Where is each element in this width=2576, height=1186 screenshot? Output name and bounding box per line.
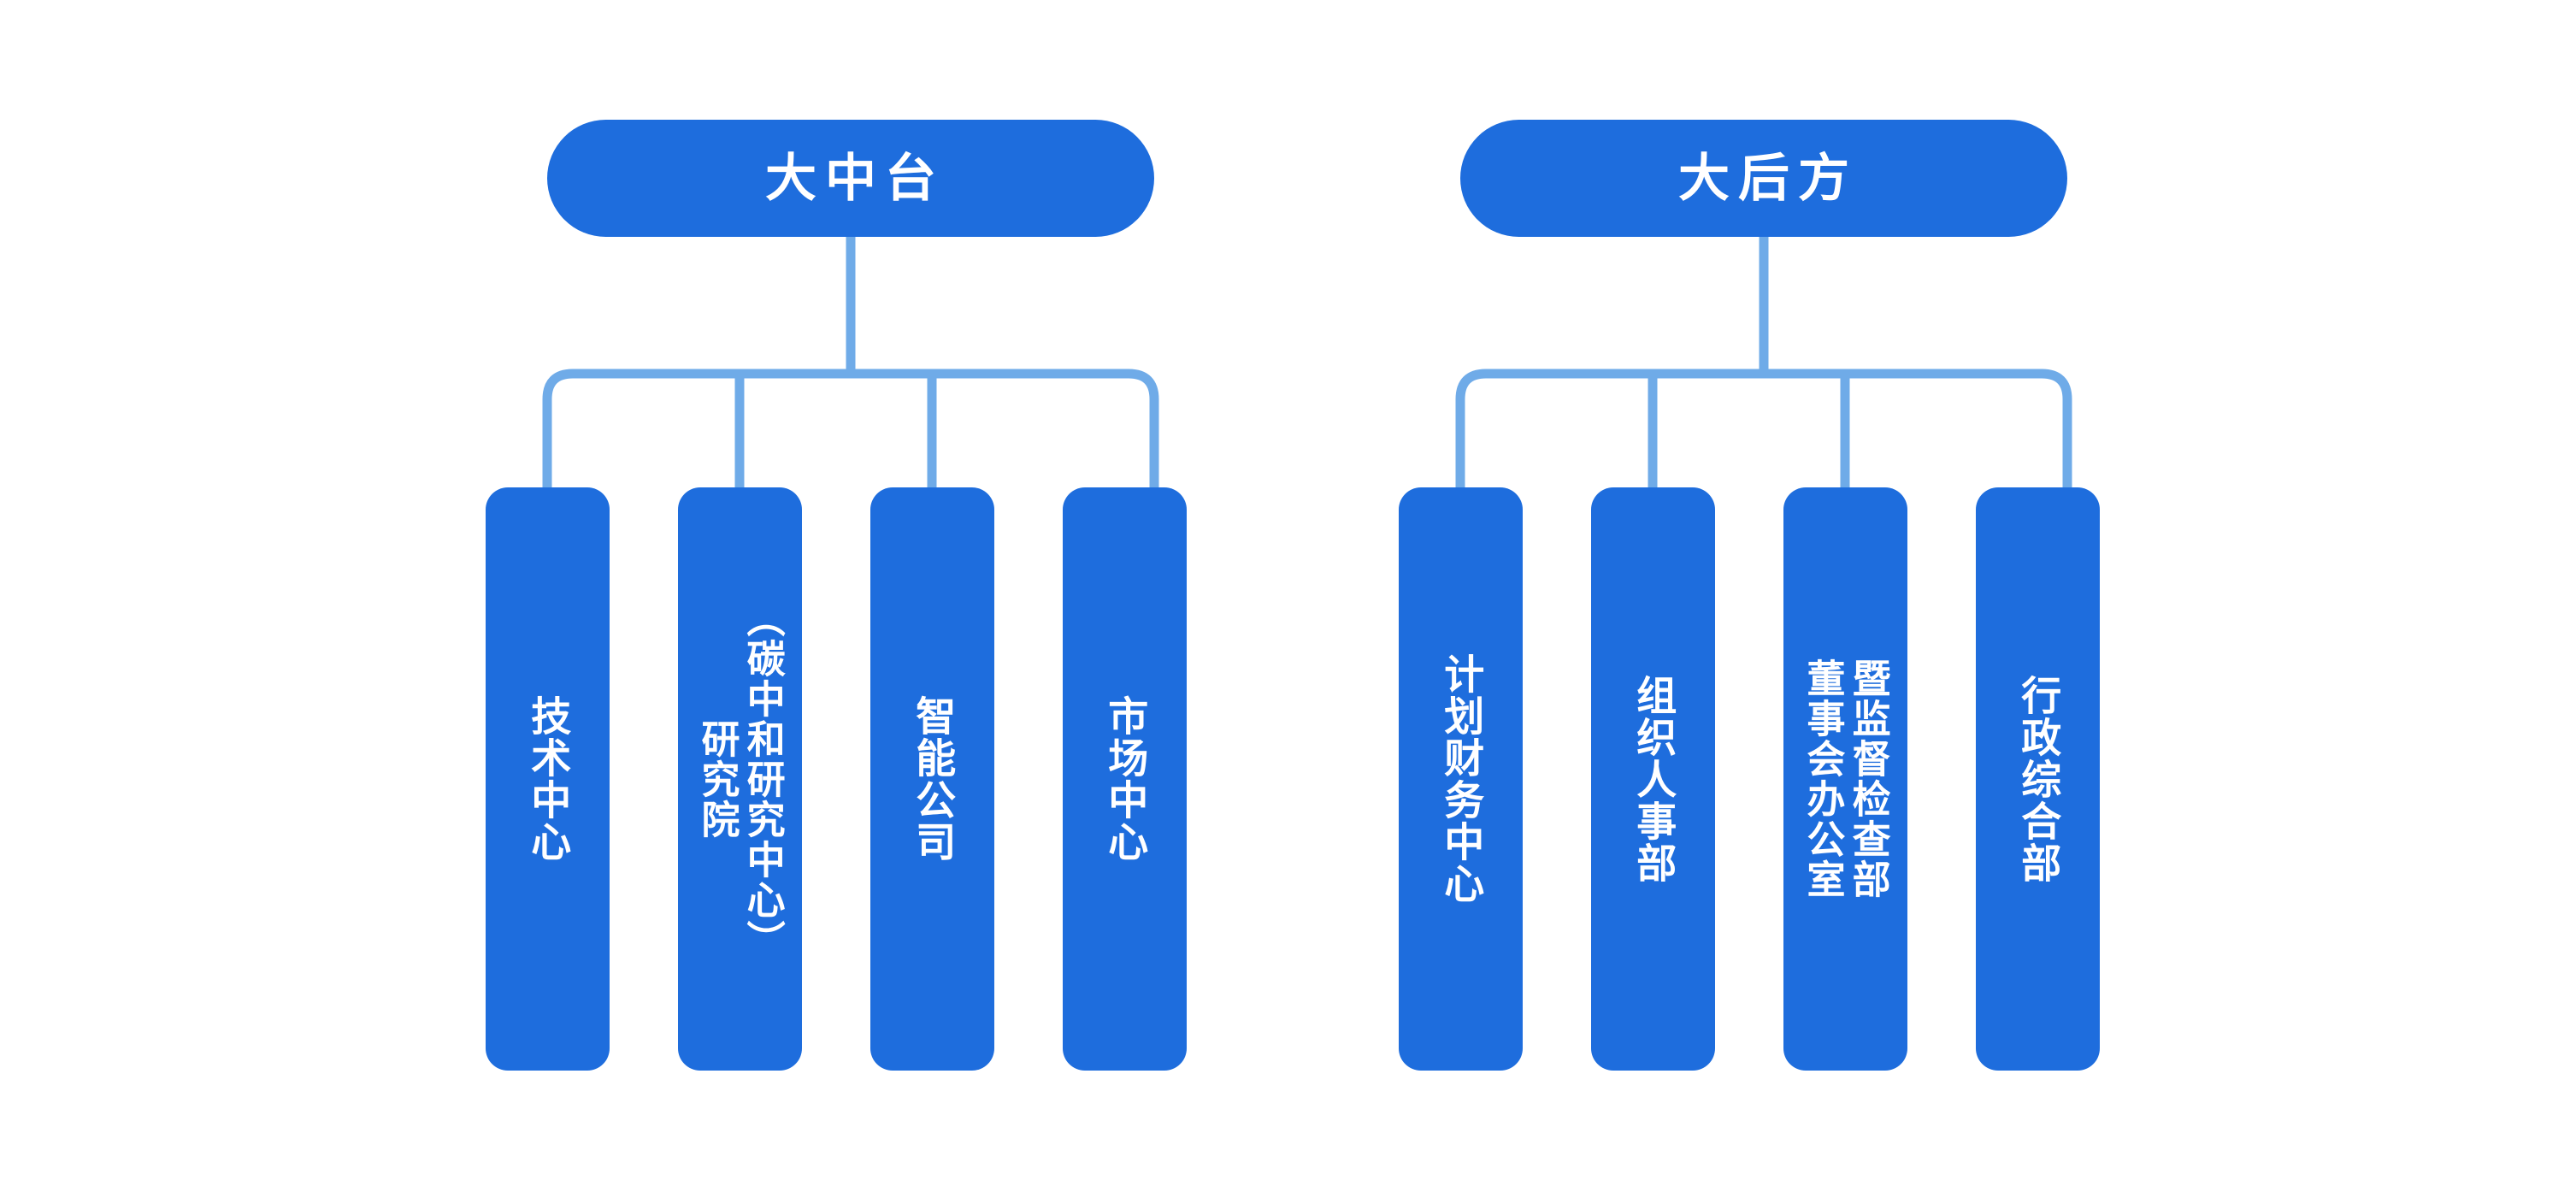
node-label-column: 研究院 bbox=[695, 718, 740, 840]
group-header-houfang[interactable]: 大后方 bbox=[1460, 120, 2067, 237]
node-label-column: 计划财务中心 bbox=[1438, 653, 1484, 905]
group-header-zhongtai[interactable]: 大中台 bbox=[547, 120, 1154, 237]
node-label-column: （碳中和研究中心） bbox=[740, 598, 785, 960]
node-research-institute[interactable]: （碳中和研究中心） 研究院 bbox=[678, 487, 802, 1071]
node-tech-center[interactable]: 技术中心 bbox=[486, 487, 610, 1071]
node-label-column: 董事会办公室 bbox=[1801, 658, 1845, 900]
group-header-label: 大中台 bbox=[765, 149, 945, 207]
node-label-column: 市场中心 bbox=[1102, 695, 1148, 863]
node-label-column: 行政综合部 bbox=[2015, 674, 2061, 884]
node-finance-center[interactable]: 计划财务中心 bbox=[1399, 487, 1523, 1071]
node-market-center[interactable]: 市场中心 bbox=[1063, 487, 1187, 1071]
node-hr-department[interactable]: 组织人事部 bbox=[1591, 487, 1715, 1071]
node-admin-department[interactable]: 行政综合部 bbox=[1976, 487, 2100, 1071]
node-intelligent-company[interactable]: 智能公司 bbox=[870, 487, 994, 1071]
org-group-zhongtai: 大中台 技术中心 （碳中和研究中心） 研究院 智能公司 市场中心 bbox=[0, 0, 1282, 1186]
node-label-column: 组织人事部 bbox=[1630, 674, 1677, 884]
org-group-houfang: 大后方 计划财务中心 组织人事部 暨监督检查部 董事会办公室 行政综合部 bbox=[1282, 0, 2576, 1186]
node-label-column: 技术中心 bbox=[525, 695, 571, 863]
group-header-label: 大后方 bbox=[1678, 149, 1858, 207]
node-board-office[interactable]: 暨监督检查部 董事会办公室 bbox=[1783, 487, 1907, 1071]
node-label-column: 智能公司 bbox=[910, 695, 956, 863]
node-label-column: 暨监督检查部 bbox=[1846, 658, 1890, 900]
